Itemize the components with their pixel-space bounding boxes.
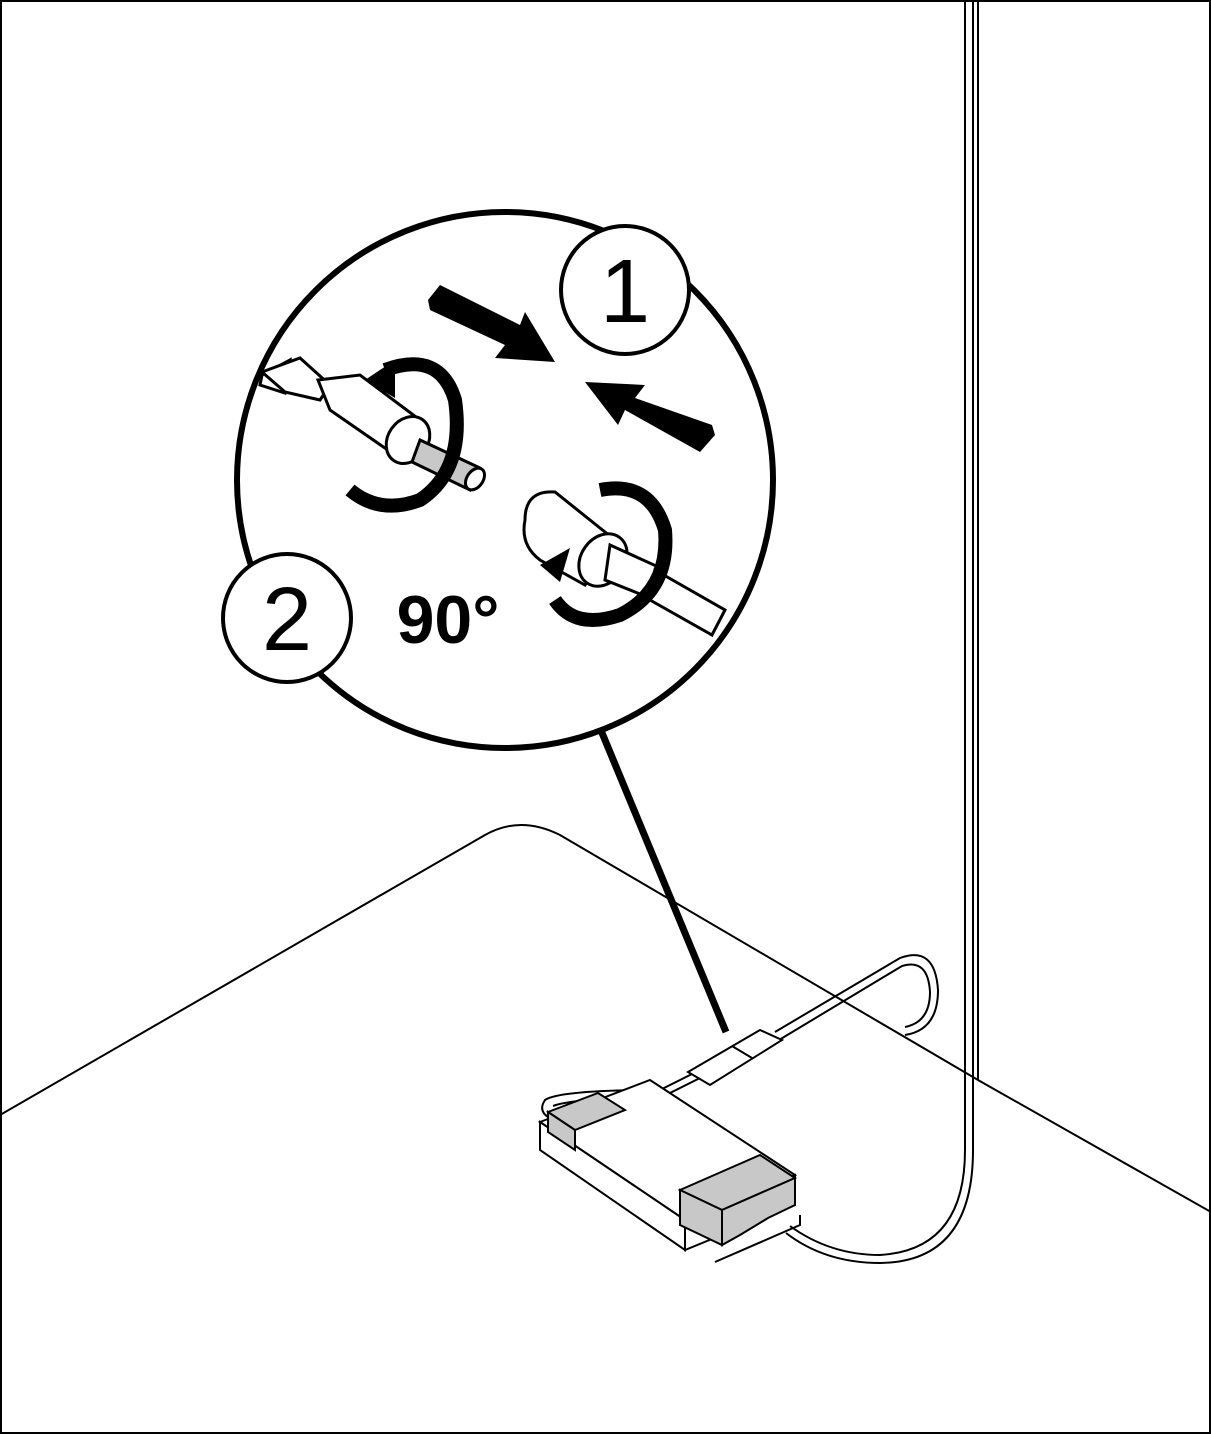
step-1-badge: 1: [559, 224, 691, 356]
detail-content: [258, 285, 727, 638]
rotation-arrowheads: [365, 360, 570, 582]
led-driver-box: [537, 1078, 801, 1263]
magnifier-leader-line: [596, 726, 730, 1034]
push-arrows: [428, 285, 715, 452]
step-1-label: 1: [600, 242, 650, 342]
rotation-angle-label: 90°: [397, 582, 500, 658]
wall-cable: [785, 0, 974, 1265]
step-2-label: 2: [262, 570, 312, 670]
rotation-arrows: [345, 357, 673, 627]
step-2-badge: 2: [221, 552, 353, 684]
room-corner: [0, 0, 1211, 1213]
inline-connector: [686, 1028, 785, 1087]
